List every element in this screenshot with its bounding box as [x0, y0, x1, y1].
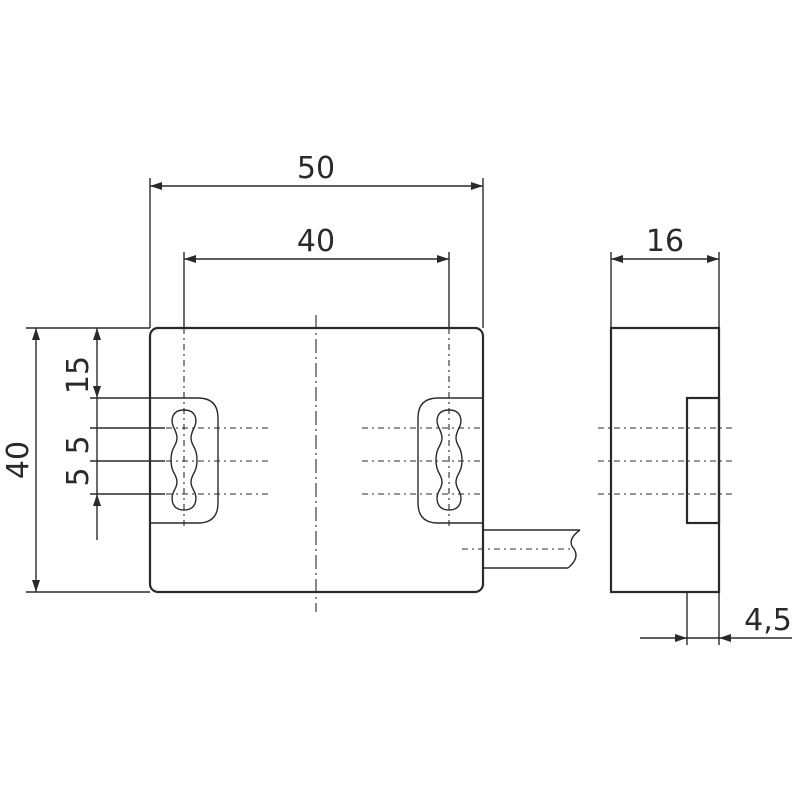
dim-label-overall-width: 50	[297, 151, 335, 186]
side-view	[598, 326, 735, 594]
cable-break-mark	[567, 529, 581, 569]
right-slot-recess	[417, 397, 483, 524]
dimensions: 50 40 16 4,5 40 15 5 5	[1, 151, 792, 645]
dim-label-hole-spacing: 40	[297, 224, 335, 259]
housing-side-outline	[609, 326, 721, 594]
dim-label-overall-height: 40	[1, 441, 36, 479]
mounting-flange	[685, 396, 721, 525]
dim-label-slot-pitch-lower: 5	[61, 467, 96, 486]
dim-label-top-offset: 15	[61, 356, 96, 394]
dim-label-side-depth: 16	[646, 224, 684, 259]
dim-label-slot-pitch-upper: 5	[61, 435, 96, 454]
front-view	[148, 315, 581, 612]
dim-label-step-depth: 4,5	[744, 603, 792, 638]
